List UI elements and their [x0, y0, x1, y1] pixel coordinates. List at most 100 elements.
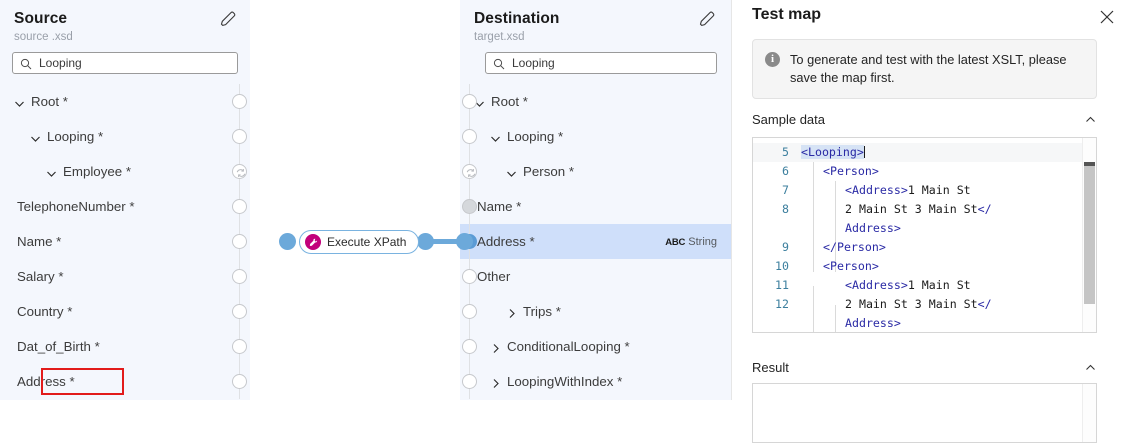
tree-row-label: LoopingWithIndex *: [507, 374, 623, 389]
chevron-down-icon[interactable]: [506, 166, 517, 177]
sample-data-header[interactable]: Sample data: [752, 112, 1097, 127]
code-line[interactable]: 6<Person>: [753, 162, 1096, 181]
code-line[interactable]: 9</Person>: [753, 238, 1096, 257]
editor-scrollbar[interactable]: [1082, 138, 1096, 332]
chevron-down-icon[interactable]: [490, 131, 501, 142]
chevron-up-icon[interactable]: [1084, 113, 1097, 126]
tree-row[interactable]: Country *: [0, 294, 250, 329]
indent-guide: [835, 305, 836, 332]
tree-row[interactable]: LoopingWithIndex *: [460, 364, 731, 399]
tree-row[interactable]: Root *: [460, 84, 731, 119]
scrollbar-thumb[interactable]: [1084, 166, 1095, 304]
connector-dot[interactable]: [462, 94, 477, 109]
tree-row-label: Dat_of_Birth *: [17, 339, 100, 354]
line-number: 12: [775, 297, 789, 311]
result-editor[interactable]: [752, 383, 1097, 443]
tree-row[interactable]: Dat_of_Birth *: [0, 329, 250, 364]
chevron-up-icon[interactable]: [1084, 361, 1097, 374]
close-icon[interactable]: [1098, 8, 1116, 26]
pencil-icon[interactable]: [697, 9, 717, 29]
connector-dot[interactable]: [462, 129, 477, 144]
execute-xpath-node[interactable]: Execute XPath: [299, 230, 420, 254]
code-line[interactable]: 11<Address>1 Main St: [753, 276, 1096, 295]
line-number: 10: [775, 259, 789, 273]
tree-row[interactable]: Looping *: [460, 119, 731, 154]
chevron-right-icon[interactable]: [506, 306, 517, 318]
code-line[interactable]: 5<Looping>: [753, 143, 1096, 162]
destination-tree: Root * Looping * Person *Name *Address *AB…: [460, 84, 731, 399]
result-header[interactable]: Result: [752, 360, 1097, 375]
chevron-down-icon[interactable]: [474, 96, 485, 107]
chevron-right-icon[interactable]: [490, 376, 501, 388]
code-line[interactable]: Address>: [753, 314, 1096, 332]
result-scrollbar[interactable]: [1082, 384, 1096, 442]
connector-dot[interactable]: [232, 339, 247, 354]
tree-row[interactable]: Looping *: [0, 119, 250, 154]
connector-dot[interactable]: [462, 199, 477, 214]
tree-row[interactable]: ConditionalLooping *: [460, 329, 731, 364]
line-number: 9: [782, 240, 789, 254]
chevron-down-icon[interactable]: [30, 131, 41, 142]
destination-connection-port[interactable]: [456, 233, 473, 250]
line-text: <Looping>: [801, 145, 865, 159]
source-panel-header: Source source .xsd: [0, 0, 250, 43]
source-panel: Source source .xsd Looping Root *Looping…: [0, 0, 250, 400]
tree-row[interactable]: TelephoneNumber *: [0, 189, 250, 224]
connector-dot[interactable]: [232, 94, 247, 109]
source-title: Source: [14, 10, 68, 27]
chevron-down-icon[interactable]: [14, 96, 25, 107]
tree-row[interactable]: Name *: [0, 224, 250, 259]
line-text: <Address>1 Main St: [845, 183, 971, 197]
destination-search-input[interactable]: Looping: [485, 52, 717, 74]
pencil-icon[interactable]: [218, 9, 238, 29]
connector-dot[interactable]: [462, 269, 477, 284]
source-subtitle: source .xsd: [14, 31, 73, 43]
connector-dot[interactable]: [232, 199, 247, 214]
tree-row-label: Country *: [17, 304, 73, 319]
tree-row[interactable]: Name *: [460, 189, 731, 224]
connector-dot[interactable]: [232, 374, 247, 389]
tree-row[interactable]: Employee *: [0, 154, 250, 189]
tree-row-label: ConditionalLooping *: [507, 339, 630, 354]
code-line[interactable]: 7 <Address>1 Main St: [753, 181, 1096, 200]
code-line[interactable]: 10<Person>: [753, 257, 1096, 276]
line-number: 7: [782, 183, 789, 197]
connector-dot[interactable]: [462, 374, 477, 389]
result-label: Result: [752, 360, 789, 375]
source-search-input[interactable]: Looping: [12, 52, 238, 74]
tree-row-label: Employee *: [63, 164, 131, 179]
tree-row[interactable]: Trips *: [460, 294, 731, 329]
tree-row-label: Address *: [17, 374, 75, 389]
mapping-canvas[interactable]: Execute XPath: [250, 0, 473, 400]
chevron-down-icon[interactable]: [46, 166, 57, 177]
connector-dot[interactable]: [232, 269, 247, 284]
connector-dot[interactable]: [462, 164, 477, 179]
tree-row-label: Looping *: [507, 129, 564, 144]
function-input-port[interactable]: [279, 233, 296, 250]
tree-row-type: ABC String: [665, 235, 717, 248]
tree-row[interactable]: Other: [460, 259, 731, 294]
chevron-right-icon[interactable]: [490, 341, 501, 353]
connector-dot[interactable]: [232, 129, 247, 144]
connector-dot[interactable]: [462, 339, 477, 354]
tree-row[interactable]: Person *: [460, 154, 731, 189]
function-output-port[interactable]: [417, 233, 434, 250]
execute-xpath-label: Execute XPath: [327, 235, 407, 249]
tree-row[interactable]: Salary *: [0, 259, 250, 294]
tree-row[interactable]: Address *ABC String: [460, 224, 731, 259]
tree-row-label: Root *: [491, 94, 528, 109]
tree-row[interactable]: Address *: [0, 364, 250, 399]
tree-row[interactable]: Root *: [0, 84, 250, 119]
connector-dot[interactable]: [232, 304, 247, 319]
line-number: 8: [782, 202, 789, 216]
connector-dot[interactable]: [232, 164, 247, 179]
tree-row-label: Name *: [17, 234, 62, 249]
connector-dot[interactable]: [232, 234, 247, 249]
connector-dot[interactable]: [462, 304, 477, 319]
code-line[interactable]: Address>: [753, 219, 1096, 238]
save-map-info-banner: i To generate and test with the latest X…: [752, 39, 1097, 99]
